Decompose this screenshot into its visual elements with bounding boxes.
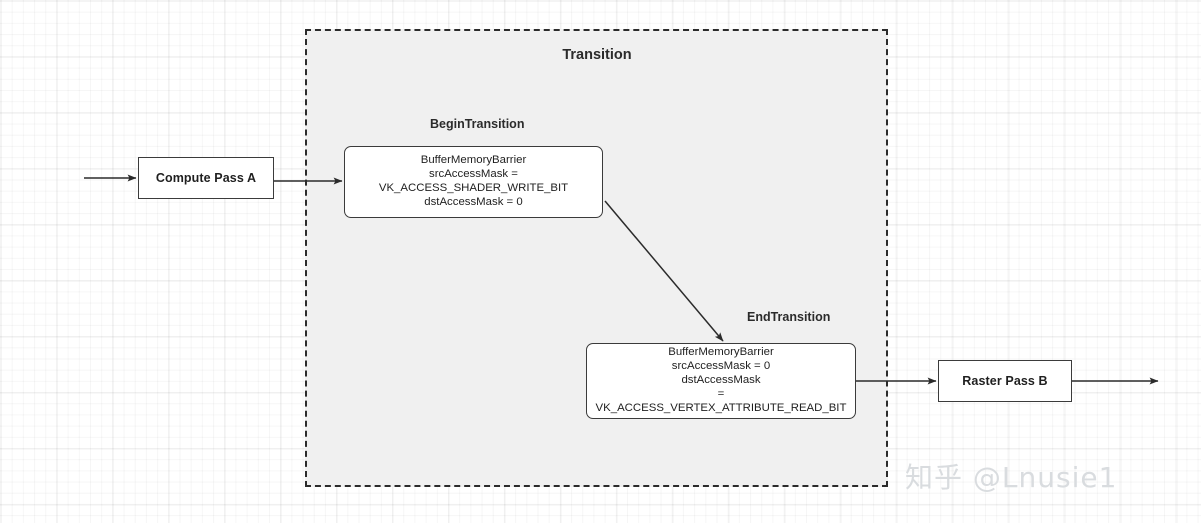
- watermark: 知乎 @Lnusie1: [905, 461, 1118, 494]
- label-begin-transition: BeginTransition: [430, 117, 525, 131]
- node-raster-pass-b[interactable]: Raster Pass B: [938, 360, 1072, 402]
- group-transition-title: Transition: [562, 47, 632, 63]
- node-compute-pass-a[interactable]: Compute Pass A: [138, 157, 274, 199]
- node-end-transition-barrier[interactable]: BufferMemoryBarrier srcAccessMask = 0 ds…: [586, 343, 856, 419]
- node-begin-transition-barrier[interactable]: BufferMemoryBarrier srcAccessMask = VK_A…: [344, 146, 603, 218]
- label-end-transition: EndTransition: [747, 310, 831, 324]
